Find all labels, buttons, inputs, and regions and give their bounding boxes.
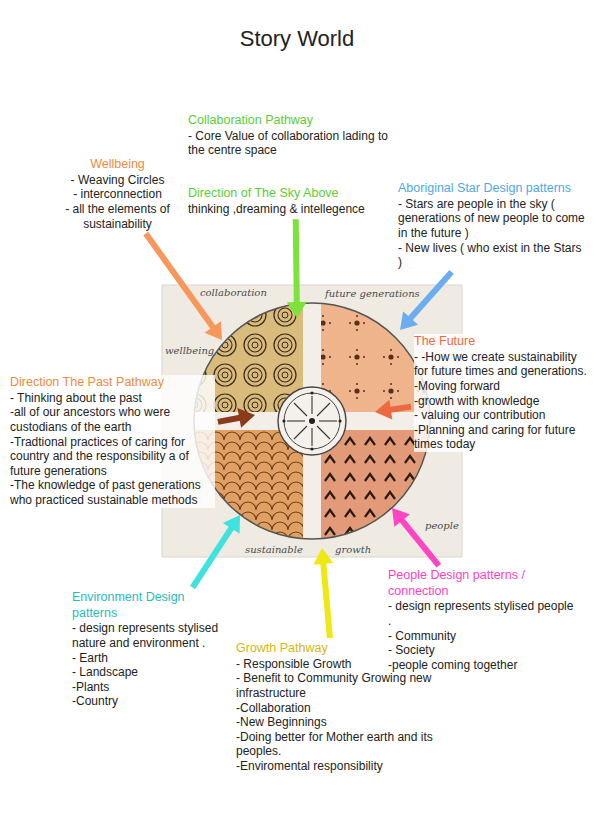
bullet-text: - all the elements of sustainability	[50, 202, 185, 231]
bullet-text: - Benefit to Community Growing new infra…	[236, 671, 436, 700]
centre-dot	[309, 418, 315, 424]
handwritten-label: collaboration	[200, 287, 267, 299]
bullet-text: -people coming together	[388, 658, 578, 673]
bullet-text: - valuing our contribution	[414, 408, 590, 423]
pointer-arrow	[375, 400, 411, 420]
pointer-arrow	[400, 272, 452, 330]
pointer-arrow	[146, 234, 222, 340]
future-quadrant	[312, 303, 430, 421]
handwritten-label: sustainable	[245, 544, 303, 556]
bullet-text: - New lives ( who exist in the Stars )	[398, 241, 588, 270]
arrow-shaft	[193, 527, 233, 588]
people-quadrant	[312, 421, 430, 539]
text-block: The Future- -How we create sustainabilit…	[414, 334, 590, 452]
pointer-arrow	[392, 508, 439, 566]
text-block: Collaboration Pathway- Core Value of col…	[188, 113, 403, 158]
section-heading: Wellbeing	[50, 157, 185, 173]
bullet-text: - Thinking about the past	[10, 391, 215, 406]
arrowhead	[223, 515, 240, 534]
bullet-text: -Planning and caring for future times to…	[414, 423, 590, 452]
arrow-shaft	[323, 562, 330, 638]
bullet-text: -Tradtional practices of caring for coun…	[10, 435, 215, 479]
centre-circle	[278, 387, 346, 455]
text-block: Direction of The Sky Abovethinking ,drea…	[188, 186, 403, 216]
spoke	[311, 396, 312, 414]
section-heading: The Future	[414, 334, 590, 350]
arrowhead	[313, 548, 333, 565]
star-pattern	[312, 303, 430, 421]
bullet-text: -The knowledge of past generations who p…	[10, 478, 215, 507]
bullet-text: - Core Value of collaboration lading to …	[188, 129, 403, 158]
section-heading: People Design patterns / connection	[388, 568, 578, 599]
pointer-arrow	[218, 408, 255, 428]
arrowhead	[392, 508, 410, 527]
spoke-dot	[310, 447, 313, 450]
centre-ring	[284, 393, 340, 449]
spoke	[311, 428, 312, 446]
pointer-arrow	[193, 515, 240, 587]
bullet-text: -Collaboration	[236, 701, 436, 716]
section-heading: Environment Design patterns	[72, 590, 232, 621]
bullet-text: - Earth	[72, 651, 232, 666]
handwritten-label: people	[425, 520, 459, 532]
bullet-text: - interconnection	[50, 187, 185, 202]
bullet-text: -New Beginnings	[236, 715, 436, 730]
arrowhead	[400, 311, 418, 330]
handwritten-label: future generations	[325, 288, 420, 300]
text-block: People Design patterns / connection- des…	[388, 568, 578, 672]
bullet-text: -Moving forward	[414, 379, 590, 394]
arrow-shaft	[389, 407, 411, 410]
bullet-text: - Society	[388, 643, 578, 658]
bullet-text: - Weaving Circles	[50, 173, 185, 188]
arrowhead	[287, 302, 307, 318]
outer-circle	[194, 303, 430, 539]
bullet-text: -growth with knowledge	[414, 394, 590, 409]
arrow-shaft	[218, 418, 241, 422]
arrowhead	[375, 400, 392, 420]
bullet-text: - Community	[388, 629, 578, 644]
diagram-title: Story World	[0, 26, 594, 52]
pointer-arrow	[287, 219, 307, 318]
handwritten-label: growth	[335, 544, 371, 556]
bullet-text: -all of our ancestors who were custodian…	[10, 405, 215, 434]
spoke	[294, 403, 307, 416]
text-block: Environment Design patterns- design repr…	[72, 590, 232, 709]
bullet-text: thinking ,dreaming & intellegence	[188, 202, 403, 217]
centre-spokes	[287, 396, 337, 446]
section-heading: Direction The Past Pathway	[10, 375, 215, 391]
chevron-pattern	[312, 421, 430, 539]
bullet-text: - Stars are people in the sky ( generati…	[398, 197, 588, 241]
bullet-text: - Landscape	[72, 665, 232, 680]
arrow-shaft	[296, 219, 297, 304]
section-heading: Aboriginal Star Design patterns	[398, 181, 588, 197]
bullet-text: - design represents stylised people .	[388, 599, 578, 628]
pointer-arrow	[313, 548, 333, 638]
artwork-node: collaboration wellbeing future generations…	[162, 285, 462, 557]
bullet-text: -Country	[72, 694, 232, 709]
arrow-shaft	[146, 234, 214, 329]
spoke	[319, 420, 337, 421]
arrowhead	[237, 408, 255, 428]
bullet-text: -Plants	[72, 680, 232, 695]
spoke-dot	[310, 391, 313, 394]
spoke	[294, 426, 307, 439]
text-block: Direction The Past Pathway- Thinking abo…	[10, 375, 215, 508]
section-heading: Collaboration Pathway	[188, 113, 403, 129]
spoke	[317, 426, 330, 439]
text-block: Aboriginal Star Design patterns- Stars a…	[398, 181, 588, 270]
bullet-text: - design represents stylised nature and …	[72, 621, 232, 650]
spoke-dot	[282, 419, 285, 422]
section-heading: Direction of The Sky Above	[188, 186, 403, 202]
text-block: Wellbeing- Weaving Circles- interconnect…	[50, 157, 185, 231]
spoke-dot	[338, 419, 341, 422]
spoke	[287, 420, 305, 421]
bullet-text: -Doing better for Mother earth and its p…	[236, 730, 436, 759]
bullet-text: - -How we create sustainability for futu…	[414, 350, 590, 379]
spoke	[317, 403, 330, 416]
handwritten-label: wellbeing	[165, 345, 214, 357]
arrowhead	[205, 321, 222, 340]
bullet-text: -Enviromental responsibility	[236, 759, 436, 774]
